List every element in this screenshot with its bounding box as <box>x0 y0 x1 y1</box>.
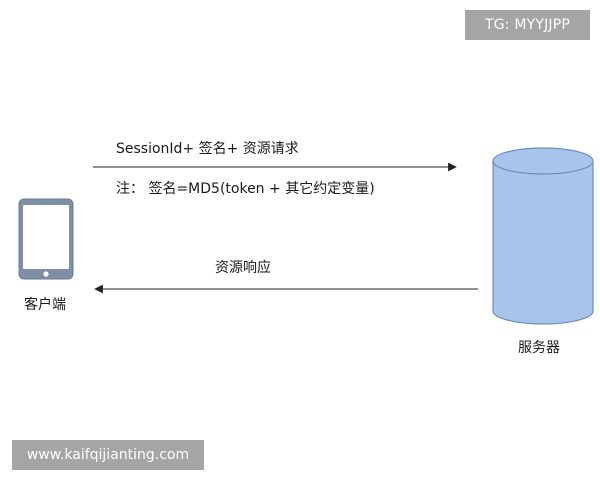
server-label: 服务器 <box>518 340 560 356</box>
request-note: 注： 签名=MD5(token + 其它约定变量) <box>116 181 375 197</box>
database-cylinder-icon <box>492 147 594 325</box>
phone-home-button <box>43 271 49 277</box>
cylinder-body <box>492 161 594 325</box>
tg-watermark: TG: MYYJJPP <box>465 10 590 40</box>
response-label: 资源响应 <box>215 260 271 276</box>
client-label: 客户端 <box>24 297 66 313</box>
request-label: SessionId+ 签名+ 资源请求 <box>116 141 299 157</box>
phone-screen <box>23 205 69 269</box>
smartphone-icon <box>18 198 74 280</box>
cylinder-top <box>492 147 594 175</box>
site-watermark: www.kaifqijianting.com <box>12 440 204 470</box>
